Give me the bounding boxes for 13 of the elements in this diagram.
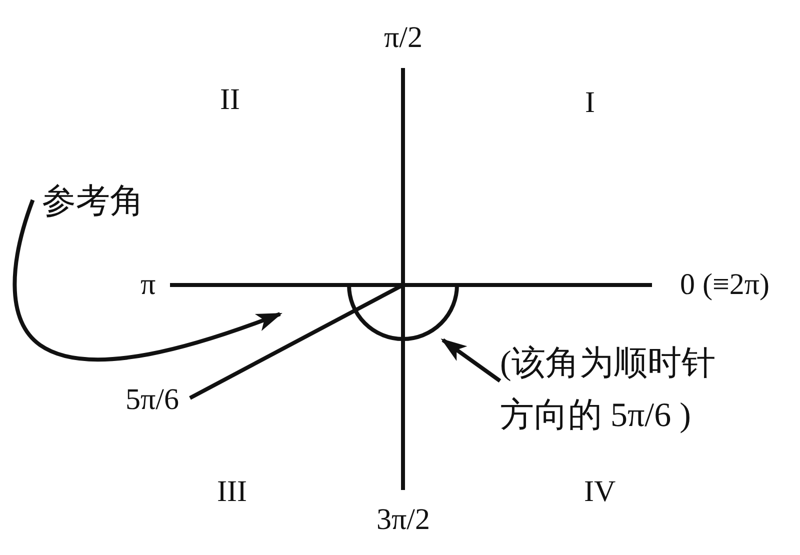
axis-label: 0 (≡2π): [680, 270, 770, 300]
note-text: (该角为顺时针方向的 5π/6 ): [500, 338, 748, 448]
arrow: [440, 338, 502, 383]
quadrant-label: I: [585, 88, 595, 118]
angle-label: 5π/6: [126, 385, 179, 415]
axis-label: π/2: [384, 23, 422, 53]
axis-label: π: [140, 270, 156, 300]
quadrant-label: III: [217, 477, 247, 507]
axis-label: 3π/2: [376, 505, 430, 535]
quadrant-label: II: [220, 85, 240, 115]
leader-line: [12, 199, 282, 362]
callout-text: 参考角: [42, 176, 174, 216]
quadrant-label: IV: [584, 477, 616, 507]
